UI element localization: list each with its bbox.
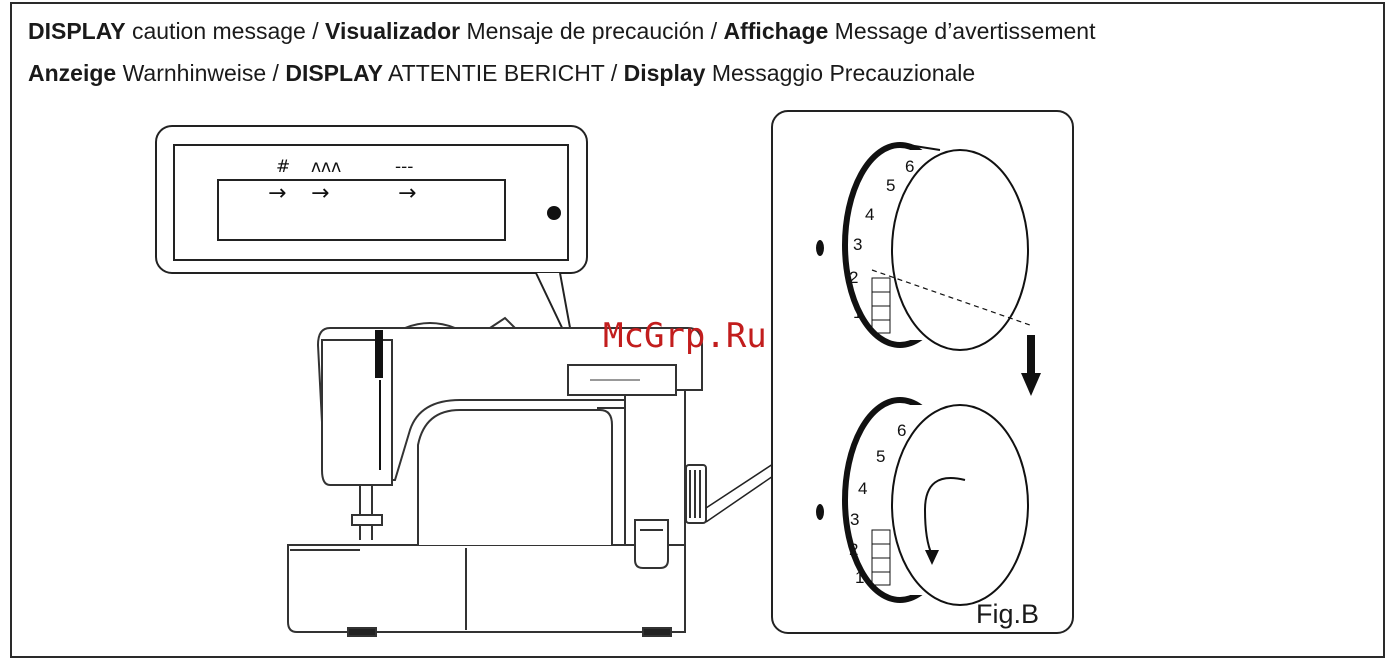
dial-number: 5 <box>876 447 885 466</box>
figure-label: Fig.B <box>976 599 1039 629</box>
watermark: McGrp.Ru <box>603 316 767 356</box>
dial-number: 5 <box>886 176 895 195</box>
dial-number: 3 <box>850 510 859 529</box>
dial-number: 6 <box>897 421 906 440</box>
display-arrow: → <box>311 181 329 206</box>
machine-thread-guide <box>375 330 383 378</box>
dial-number: 2 <box>849 540 858 559</box>
leader-line <box>706 474 776 522</box>
dial-marker-dot-icon <box>816 504 824 520</box>
dial-number: 2 <box>849 268 858 287</box>
dial-number: 6 <box>905 157 914 176</box>
dial-number: 4 <box>858 479 867 498</box>
dial-top <box>845 145 1030 350</box>
display-callout <box>156 126 587 355</box>
dial-number: 4 <box>865 205 874 224</box>
display-symbol-zigzag: ʌʌʌ <box>311 157 341 177</box>
dial-marker-dot-icon <box>816 240 824 256</box>
display-arrow: → <box>268 181 286 206</box>
leader-line <box>706 462 776 508</box>
sewing-machine <box>288 318 706 636</box>
display-symbol-straight: --- <box>395 157 413 177</box>
dial-number: 3 <box>853 235 862 254</box>
dial-number: 1 <box>855 568 864 587</box>
dial-bottom <box>845 400 1028 605</box>
display-arrow: → <box>398 181 416 206</box>
dial-number: 1 <box>853 303 862 322</box>
display-symbol-stitch-length: # <box>276 157 290 177</box>
display-indicator-dot-icon <box>547 206 561 220</box>
